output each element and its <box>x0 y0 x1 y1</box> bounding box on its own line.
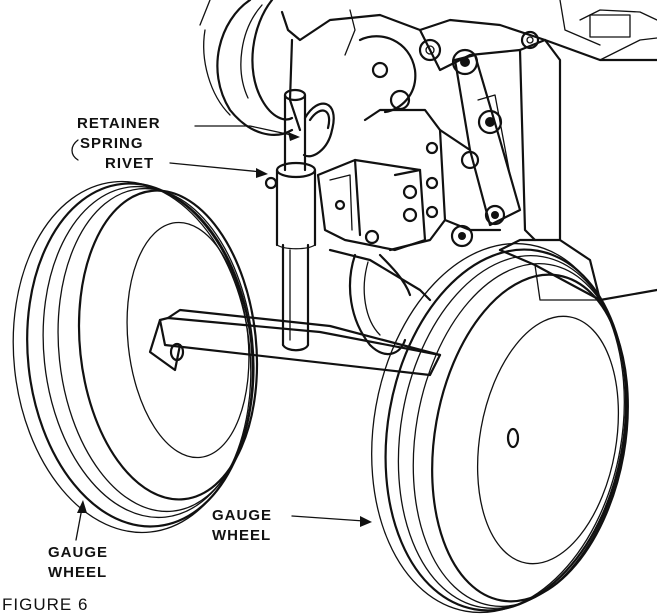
label-retainer-spring: RETAINER SPRING <box>71 115 300 161</box>
left-wheel-label: WHEEL <box>48 564 107 581</box>
label-left-gauge-wheel: GAUGE WHEEL <box>48 500 108 581</box>
rivet-label: RIVET <box>105 155 154 172</box>
height-adjust-post <box>264 88 335 347</box>
left-gauge-wheel <box>12 180 259 534</box>
left-gauge-leader-line <box>75 507 83 541</box>
wheel-axle-bar <box>148 308 442 377</box>
right-wheel-label: WHEEL <box>212 527 271 544</box>
label-rivet: RIVET <box>105 155 268 178</box>
label-right-gauge-wheel: GAUGE WHEEL <box>212 507 372 544</box>
spring-label: SPRING <box>80 135 144 152</box>
right-gauge-arrowhead <box>360 516 372 527</box>
right-gauge-leader-line <box>291 515 365 522</box>
retainer-arrowhead <box>288 132 300 141</box>
retainer-leader-line <box>194 125 297 137</box>
retainer-label: RETAINER <box>77 115 161 132</box>
rivet-arrowhead <box>256 168 268 178</box>
rivet-leader-line <box>169 162 263 173</box>
left-gauge-arrowhead <box>77 500 87 513</box>
tiller-engine-body <box>199 0 657 356</box>
right-gauge-label: GAUGE <box>212 507 272 524</box>
retainer-bracket <box>71 139 79 161</box>
left-gauge-label: GAUGE <box>48 544 108 561</box>
right-gauge-wheel <box>371 242 629 614</box>
figure-caption: FIGURE 6 <box>2 595 88 614</box>
